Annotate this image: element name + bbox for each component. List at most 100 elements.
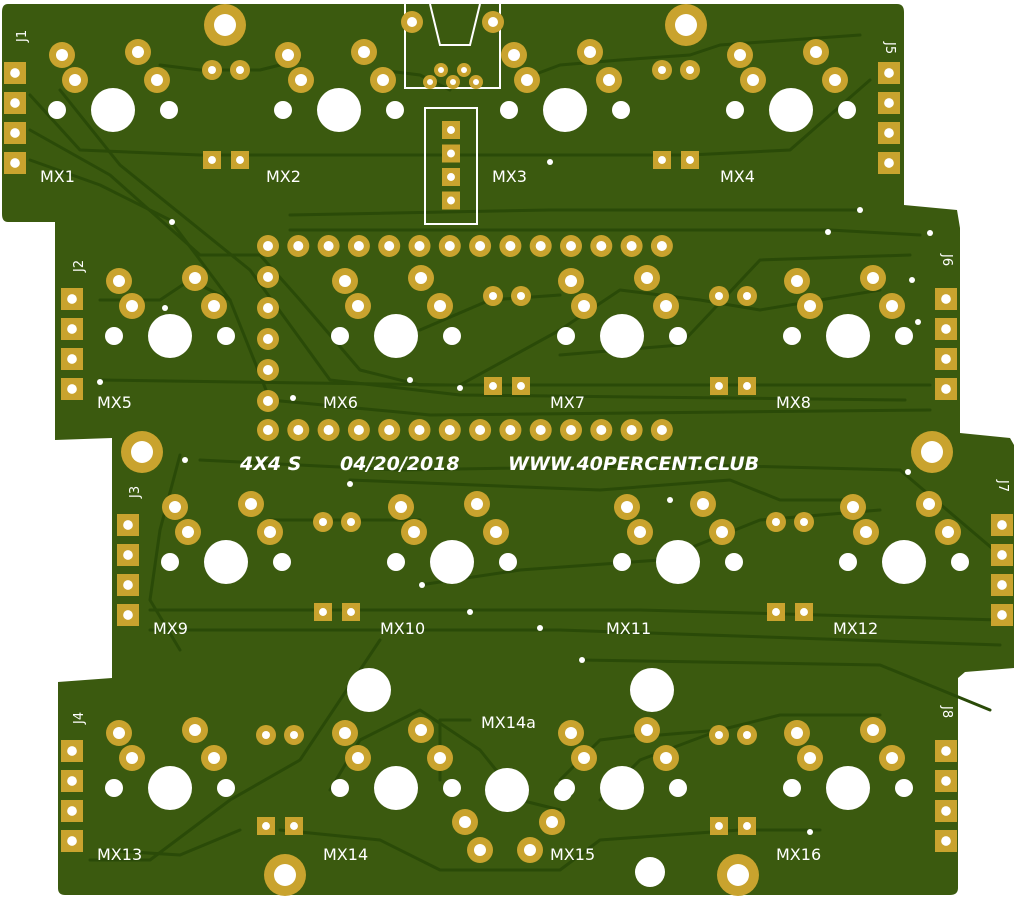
via xyxy=(547,159,553,165)
via xyxy=(807,829,813,835)
mx6-peg-hole-left xyxy=(331,327,349,345)
j4-pin-4-drill xyxy=(67,836,77,846)
mx8-peg-hole-right xyxy=(895,327,913,345)
mx15-stab-hole xyxy=(635,857,665,887)
mx6-pin-b-drill xyxy=(434,300,446,312)
mx1-peg-hole-right xyxy=(160,101,178,119)
mcu-bottom-pin-9-drill xyxy=(505,425,516,435)
switch-label-mx6: MX6 xyxy=(323,393,358,412)
mcu-bottom-pin-1-drill xyxy=(263,425,273,435)
mx16-pin-a-alt-drill xyxy=(791,727,803,739)
j7-pin-3-drill xyxy=(997,580,1007,590)
mcu-top-pin-4-drill xyxy=(353,241,364,251)
j8-pin-4-drill xyxy=(941,836,951,846)
diode-2-pad-a-drill xyxy=(658,156,666,164)
mx11-stem-hole xyxy=(656,540,700,584)
mx13-pin-a-drill xyxy=(126,752,138,764)
mx13-pin-b-alt-drill xyxy=(189,724,201,736)
mx5-pin-b-drill xyxy=(208,300,220,312)
mx14a-stab-right xyxy=(630,668,674,712)
mcu-top-pin-11-drill xyxy=(566,241,576,251)
mx6-peg-hole-right xyxy=(443,327,461,345)
board-title: 4X4 S xyxy=(239,453,301,475)
mx14a-pin-a-drill xyxy=(459,816,471,828)
mx3-pin-b-alt-drill xyxy=(584,46,596,58)
mcu-top-pin-14-drill xyxy=(656,241,667,251)
mx2-pin-b-alt-drill xyxy=(358,46,370,58)
npth-holes xyxy=(48,88,969,887)
mx4-peg-hole-right xyxy=(838,101,856,119)
mx1-pin-b-drill xyxy=(151,74,163,86)
mcu-bottom-pin-5-drill xyxy=(384,425,395,435)
mounting-hole-5-drill xyxy=(274,864,296,886)
via xyxy=(537,625,543,631)
j4-pin-1-drill xyxy=(67,746,77,756)
mx16-stem-hole xyxy=(826,766,870,810)
j8-pin-2-drill xyxy=(941,776,951,786)
j7-pin-2-drill xyxy=(997,550,1007,560)
mcu-side-pin-2-drill xyxy=(263,303,273,313)
mx10-peg-hole-right xyxy=(499,553,517,571)
diode-2-pad-b-drill xyxy=(686,156,694,164)
diode-8-pad-a-drill xyxy=(715,822,723,830)
switch-label-mx9: MX9 xyxy=(153,619,188,638)
mx14-stem-hole xyxy=(374,766,418,810)
j4-pin-3-drill xyxy=(67,806,77,816)
mx7-peg-hole-right xyxy=(669,327,687,345)
switch-label-mx11: MX11 xyxy=(606,619,651,638)
connector-label-j7: J7 xyxy=(995,479,1010,492)
via xyxy=(667,497,673,503)
diode-3-via-a-drill xyxy=(489,292,497,300)
mcu-bottom-pin-7-drill xyxy=(444,425,455,435)
mx1-pin-a-drill xyxy=(69,74,81,86)
mx8-peg-hole-left xyxy=(783,327,801,345)
mx4-stem-hole xyxy=(769,88,813,132)
mx14a-pin-b-alt-drill xyxy=(524,844,536,856)
mx2-stem-hole xyxy=(317,88,361,132)
mx3-pin-a-drill xyxy=(521,74,533,86)
mx10-peg-hole-left xyxy=(387,553,405,571)
board-website: WWW.40PERCENT.CLUB xyxy=(508,453,759,475)
diode-7-via-b-drill xyxy=(290,731,298,739)
mx5-pin-a-alt-drill xyxy=(113,275,125,287)
mcu-bottom-pin-2-drill xyxy=(293,425,304,435)
diode-4-pad-b-drill xyxy=(743,382,751,390)
switch-label-mx5: MX5 xyxy=(97,393,132,412)
mx6-stem-hole xyxy=(374,314,418,358)
header-outline xyxy=(424,107,478,225)
mx14-pin-b-drill xyxy=(434,752,446,764)
mx7-peg-hole-left xyxy=(557,327,575,345)
diode-2-via-a-drill xyxy=(658,66,666,74)
mx11-peg-hole-left xyxy=(613,553,631,571)
mx8-pin-a-alt-drill xyxy=(791,275,803,287)
mx8-pin-b-drill xyxy=(886,300,898,312)
j3-pin-1-drill xyxy=(123,520,133,530)
mx4-pin-a-drill xyxy=(747,74,759,86)
mx5-peg-hole-left xyxy=(105,327,123,345)
mx14-peg-hole-right xyxy=(443,779,461,797)
mcu-top-pin-10-drill xyxy=(535,241,546,251)
mounting-hole-3-drill xyxy=(131,441,153,463)
via xyxy=(927,230,933,236)
mx11-peg-hole-right xyxy=(725,553,743,571)
mx5-pin-b-alt-drill xyxy=(189,272,201,284)
usb-pin-1-drill xyxy=(438,67,444,73)
mx3-peg-hole-left xyxy=(500,101,518,119)
j8-pin-3-drill xyxy=(941,806,951,816)
mx9-stem-hole xyxy=(204,540,248,584)
mcu-side-pin-3-drill xyxy=(263,334,273,344)
mx5-peg-hole-right xyxy=(217,327,235,345)
diode-5-via-b-drill xyxy=(347,518,355,526)
mx14-pin-b-alt-drill xyxy=(415,724,427,736)
via xyxy=(579,657,585,663)
mx4-peg-hole-left xyxy=(726,101,744,119)
mounting-hole-2-drill xyxy=(675,14,697,36)
j2-pin-2-drill xyxy=(67,324,77,334)
mx7-pin-a-drill xyxy=(578,300,590,312)
mcu-top-pin-1-drill xyxy=(263,241,273,251)
mx13-peg-hole-right xyxy=(217,779,235,797)
mx2-pin-b-drill xyxy=(377,74,389,86)
diode-1-via-b-drill xyxy=(236,66,244,74)
mx15-pin-b-alt-drill xyxy=(641,724,653,736)
usb-shield-left-drill xyxy=(407,17,417,27)
